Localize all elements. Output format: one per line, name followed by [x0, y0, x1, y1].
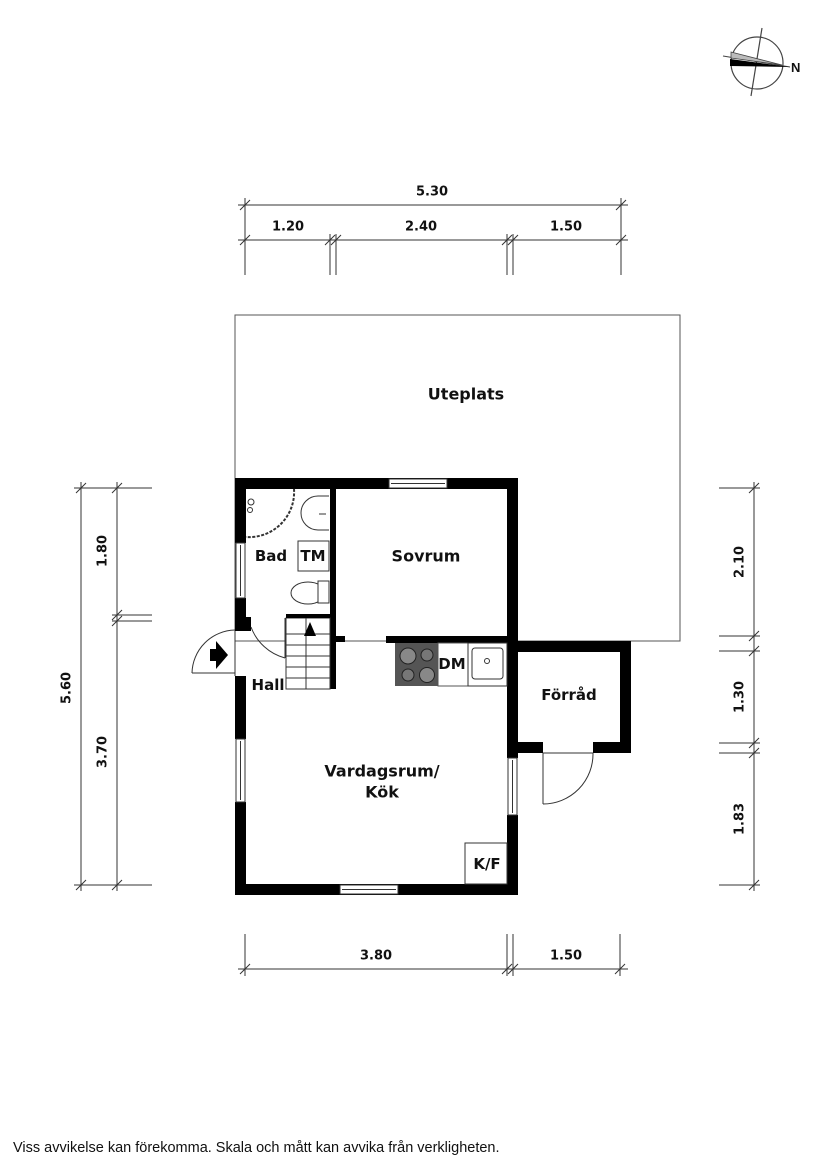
label-kf: K/F: [473, 855, 501, 873]
dim-right-3: 1.83: [732, 802, 748, 836]
label-tm: TM: [300, 547, 326, 565]
washing-machine-box: [297, 540, 330, 572]
entry-arrow-icon: [210, 641, 228, 669]
dim-left-2: 3.70: [95, 735, 111, 769]
room-label-vardagsrum: Vardagsrum/: [324, 761, 440, 781]
stair-up-arrow-icon: [304, 622, 316, 636]
room-label-bad: Bad: [254, 547, 288, 565]
sink-icon: [300, 495, 329, 531]
fridge-freezer-box: [464, 842, 508, 885]
dim-top-2: 2.40: [404, 219, 438, 235]
dim-right-2: 1.30: [732, 680, 748, 714]
dim-top-total: 5.30: [415, 184, 449, 200]
north-arrow-icon: [722, 27, 791, 97]
dim-top-3: 1.50: [549, 219, 583, 235]
dimension-lines-bottom: [238, 934, 628, 976]
room-label-hall: Hall: [251, 676, 285, 694]
dim-bottom-1: 3.80: [359, 948, 393, 964]
kitchen-sink-icon: [467, 642, 508, 687]
toilet-icon: [290, 580, 330, 605]
shower-icon: [245, 488, 296, 539]
label-dm: DM: [438, 655, 466, 673]
room-label-kok: Kök: [365, 782, 399, 802]
windows: [235, 478, 518, 895]
room-label-sovrum: Sovrum: [391, 546, 461, 566]
compass-north-label: N: [791, 60, 801, 75]
dim-right-1: 2.10: [732, 545, 748, 579]
dim-bottom-2: 1.50: [549, 948, 583, 964]
dim-left-1: 1.80: [95, 534, 111, 568]
stove-icon: [395, 643, 438, 686]
dim-left-total: 5.60: [59, 671, 75, 705]
disclaimer-text: Viss avvikelse kan förekomma. Skala och …: [13, 1140, 500, 1156]
dimension-lines-left: [74, 482, 152, 891]
room-label-forrad: Förråd: [541, 686, 597, 704]
room-label-uteplats: Uteplats: [427, 384, 505, 404]
doors: [191, 618, 594, 805]
dimension-lines-top: [238, 198, 628, 275]
dimension-lines-right: [719, 482, 760, 891]
dim-top-1: 1.20: [271, 219, 305, 235]
